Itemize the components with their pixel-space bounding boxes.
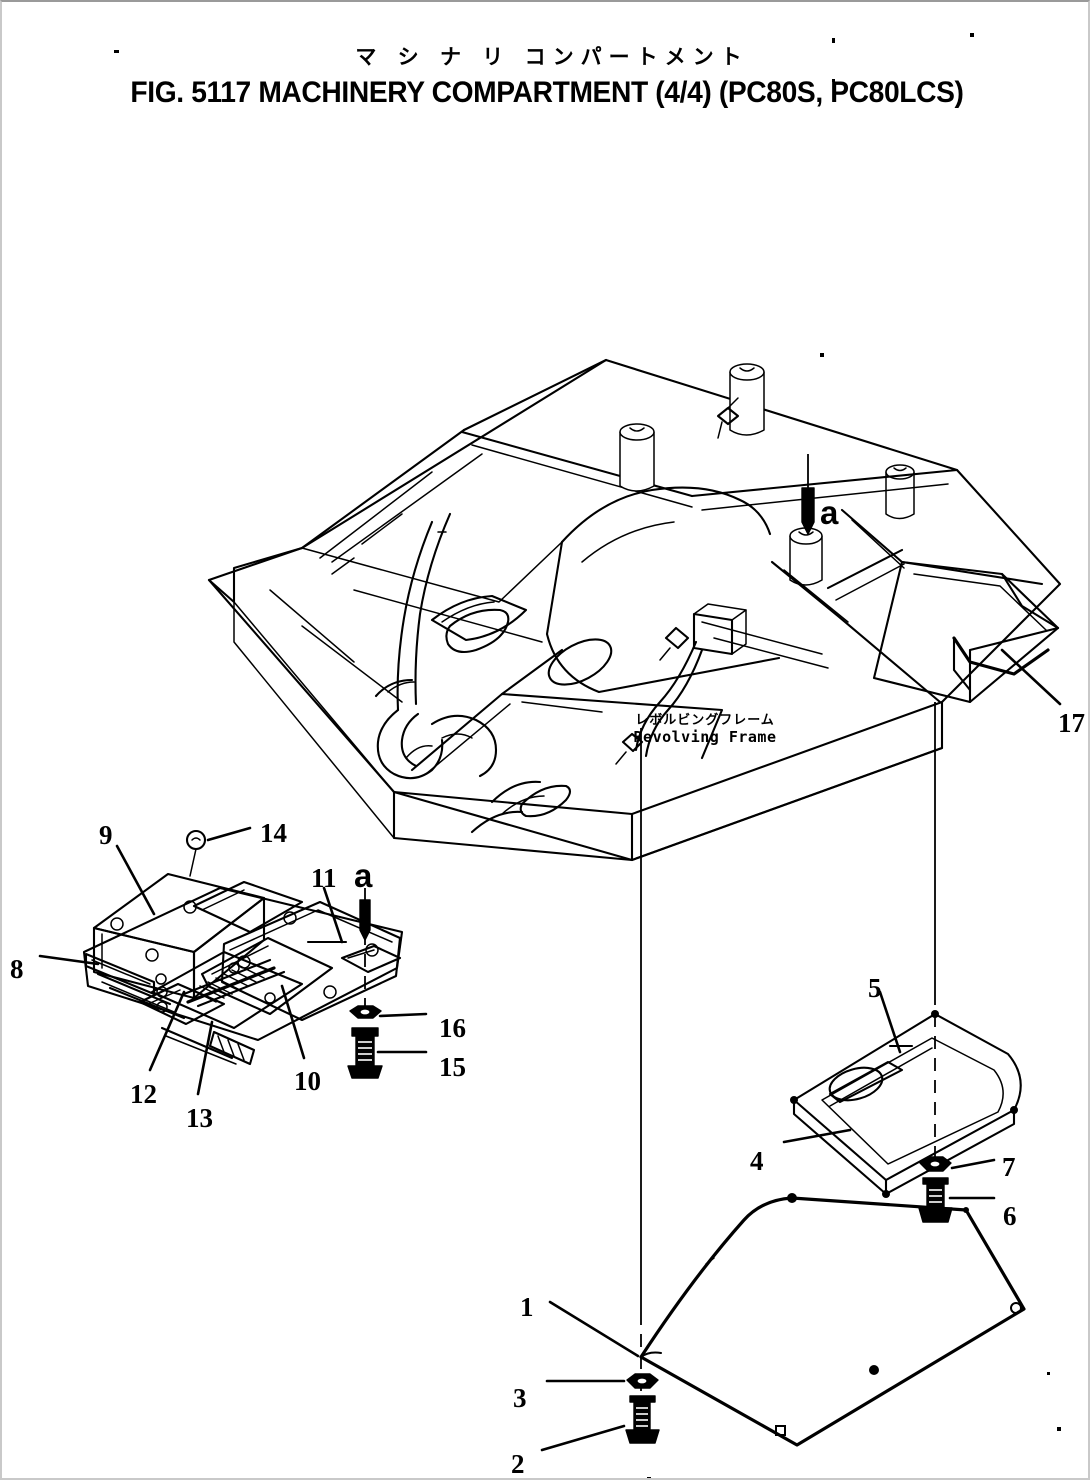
callout-4: 4 bbox=[750, 1146, 764, 1176]
leader-lines bbox=[38, 648, 1062, 1452]
callout-8: 8 bbox=[10, 954, 24, 984]
callout-1: 1 bbox=[520, 1292, 534, 1322]
section-marker-a-lower: a bbox=[354, 857, 373, 894]
revolving-frame-label-jp: レボルビングフレーム bbox=[635, 713, 775, 728]
revolving-frame-label: レボルビングフレーム Revolving Frame bbox=[610, 713, 800, 746]
page-title-japanese: マ シ ナ リ コンパートメント bbox=[355, 45, 749, 69]
scan-speck bbox=[970, 33, 974, 37]
section-marker-a-upper: a bbox=[820, 494, 839, 531]
callout-2: 2 bbox=[511, 1449, 525, 1479]
callout-7: 7 bbox=[1002, 1152, 1016, 1182]
callout-11: 11 bbox=[311, 863, 337, 893]
callout-5: 5 bbox=[868, 973, 882, 1003]
callout-16: 16 bbox=[439, 1013, 466, 1043]
callout-12: 12 bbox=[130, 1079, 157, 1109]
callout-6: 6 bbox=[1003, 1201, 1017, 1231]
scan-speck bbox=[820, 353, 824, 357]
callout-17: 17 bbox=[1058, 708, 1085, 738]
callout-14: 14 bbox=[260, 818, 287, 848]
title-leading-dot bbox=[114, 50, 119, 53]
assembly-axes bbox=[364, 454, 936, 1422]
scan-speck bbox=[647, 1477, 651, 1478]
callout-3: 3 bbox=[513, 1383, 527, 1413]
scan-speck bbox=[1057, 1427, 1061, 1431]
page-title-english: FIG. 5117 MACHINERY COMPARTMENT (4/4) (P… bbox=[130, 76, 964, 110]
floor-plate-assembly bbox=[625, 1193, 1026, 1447]
cover-plate-assembly bbox=[790, 1010, 1022, 1223]
scan-speck bbox=[832, 38, 835, 43]
revolving-frame-assembly bbox=[207, 358, 1062, 862]
scan-speck bbox=[1047, 1372, 1050, 1375]
section-a-hardware bbox=[347, 1005, 383, 1079]
title-block: マ シ ナ リ コンパートメント FIG. 5117 MACHINERY COM… bbox=[2, 45, 1088, 110]
section-arrow-upper bbox=[801, 487, 815, 535]
revolving-frame-label-en: Revolving Frame bbox=[633, 727, 777, 746]
callout-13: 13 bbox=[186, 1103, 213, 1133]
scan-speck bbox=[832, 79, 835, 82]
callout-15: 15 bbox=[439, 1052, 466, 1082]
callout-10: 10 bbox=[294, 1066, 321, 1096]
callout-9: 9 bbox=[99, 820, 113, 850]
